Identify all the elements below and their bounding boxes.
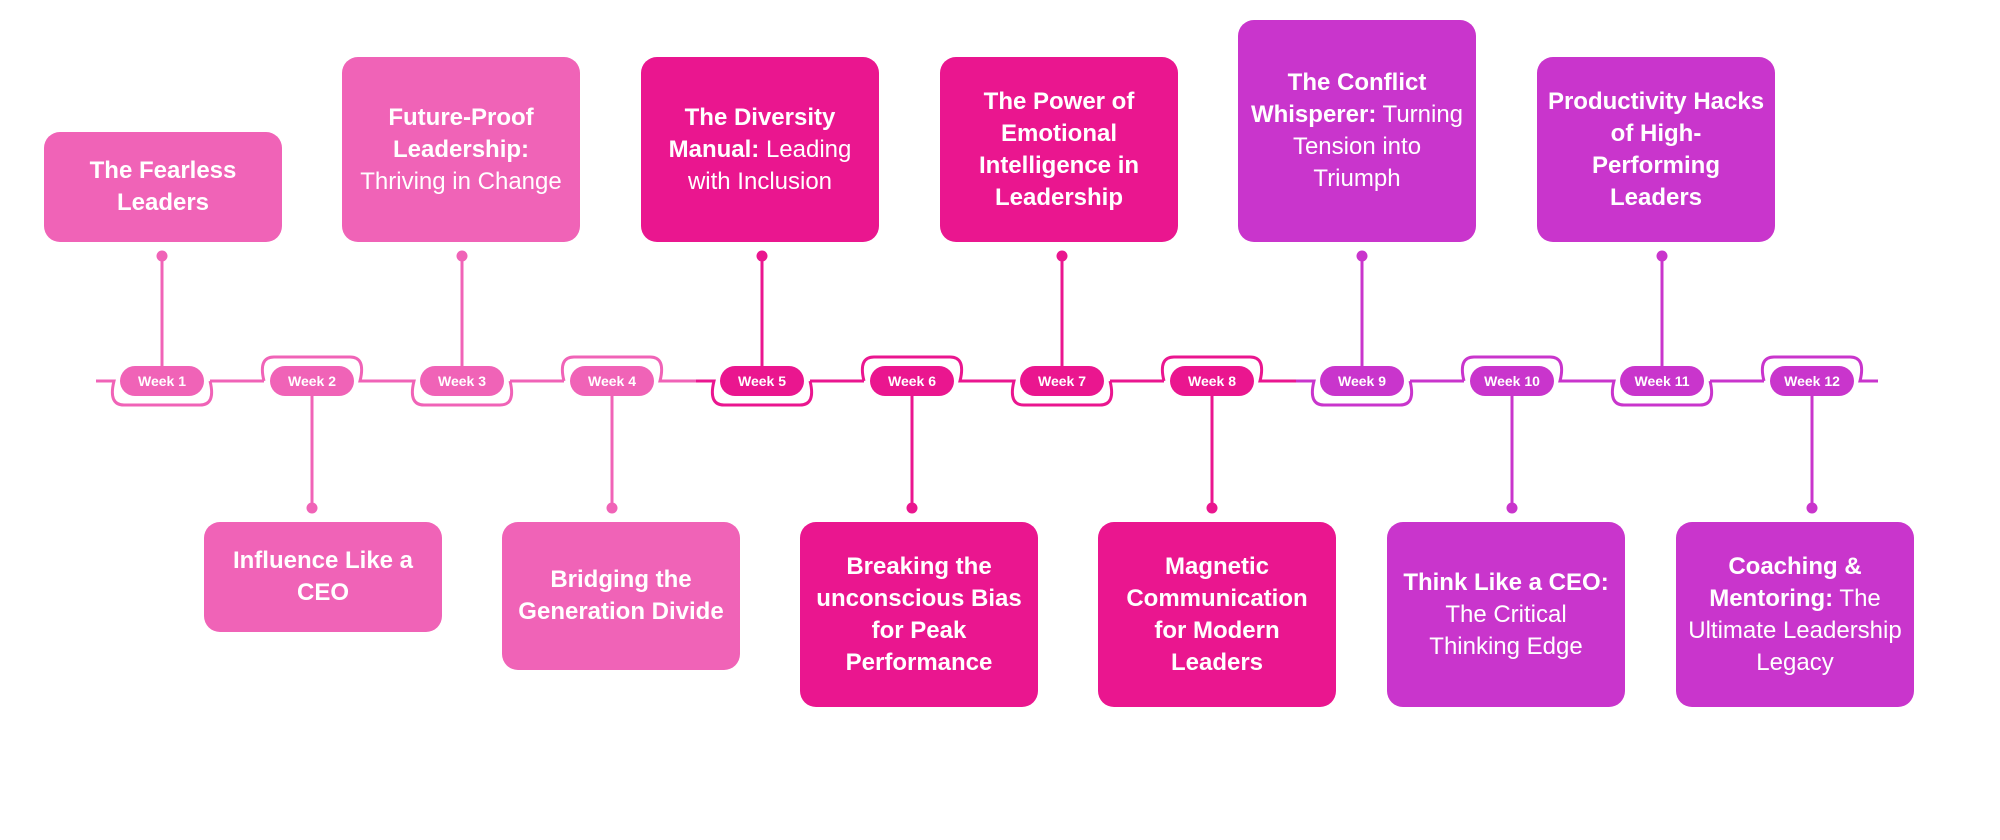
topic-card: Bridging the Generation Divide <box>502 522 740 670</box>
week-pill: Week 5 <box>720 366 804 396</box>
topic-text: The Power of Emotional Intelligence in L… <box>950 86 1168 214</box>
topic-subtitle: The Critical Thinking Edge <box>1429 600 1583 660</box>
week-pill: Week 1 <box>120 366 204 396</box>
topic-card: Think Like a CEO: The Critical Thinking … <box>1387 522 1625 707</box>
topic-card: Breaking the unconscious Bias for Peak P… <box>800 522 1038 707</box>
week-pill: Week 12 <box>1770 366 1854 396</box>
week-pill: Week 11 <box>1620 366 1704 396</box>
topic-subtitle: Thriving in Change <box>360 167 562 195</box>
week-bracket <box>1160 355 1278 383</box>
week-pill: Week 7 <box>1020 366 1104 396</box>
connector-dot <box>1356 250 1368 262</box>
topic-card: Future-Proof Leadership: Thriving in Cha… <box>342 57 580 242</box>
week-bracket <box>860 355 978 383</box>
topic-title: Influence Like a CEO <box>232 547 414 606</box>
week-bracket <box>1460 355 1578 383</box>
week-pill: Week 6 <box>870 366 954 396</box>
topic-title: The Conflict Whisperer: <box>1250 69 1427 128</box>
topic-text: Productivity Hacks of High-Performing Le… <box>1547 86 1765 214</box>
topic-subtitle: The Ultimate Leadership Legacy <box>1688 584 1902 676</box>
topic-title: Think Like a CEO: <box>1403 568 1609 596</box>
topic-subtitle: Turning Tension into Triumph <box>1292 101 1464 192</box>
connector-dot <box>156 250 168 262</box>
week-bracket <box>1296 379 1414 407</box>
week-bracket <box>260 355 378 383</box>
topic-title: The Fearless Leaders <box>89 157 237 216</box>
week-bracket <box>1760 355 1878 383</box>
topic-text: Breaking the unconscious Bias for Peak P… <box>810 551 1028 679</box>
topic-text: The Diversity Manual: Leading with Inclu… <box>651 102 869 198</box>
week-pill: Week 9 <box>1320 366 1404 396</box>
connector-dot <box>1806 502 1818 514</box>
connector-dot <box>456 250 468 262</box>
topic-title: The Diversity Manual: <box>668 103 836 163</box>
topic-text: Coaching & Mentoring: The Ultimate Leade… <box>1686 551 1904 679</box>
week-pill: Week 10 <box>1470 366 1554 396</box>
topic-card: Magnetic Communication for Modern Leader… <box>1098 522 1336 707</box>
topic-text: Future-Proof Leadership: Thriving in Cha… <box>352 102 570 198</box>
topic-title: The Power of Emotional Intelligence in L… <box>978 87 1140 211</box>
week-bracket <box>96 379 214 407</box>
topic-text: The Conflict Whisperer: Turning Tension … <box>1248 67 1466 195</box>
week-bracket <box>996 379 1114 407</box>
topic-text: The Fearless Leaders <box>54 155 272 219</box>
topic-text: Bridging the Generation Divide <box>512 564 730 628</box>
connector-dot <box>756 250 768 262</box>
topic-subtitle: Leading with Inclusion <box>687 135 852 195</box>
topic-title: Future-Proof Leadership: <box>388 103 534 163</box>
connector-dot <box>1206 502 1218 514</box>
connector-dot <box>1506 502 1518 514</box>
topic-card: Influence Like a CEO <box>204 522 442 632</box>
topic-text: Influence Like a CEO <box>214 545 432 609</box>
week-pill: Week 2 <box>270 366 354 396</box>
topic-card: The Diversity Manual: Leading with Inclu… <box>641 57 879 242</box>
topic-card: Productivity Hacks of High-Performing Le… <box>1537 57 1775 242</box>
topic-text: Think Like a CEO: The Critical Thinking … <box>1397 567 1615 663</box>
topic-title: Bridging the Generation Divide <box>518 566 724 625</box>
week-pill: Week 3 <box>420 366 504 396</box>
connector-dot <box>1056 250 1068 262</box>
week-bracket <box>560 355 678 383</box>
week-bracket <box>696 379 814 407</box>
topic-title: Coaching & Mentoring: <box>1709 552 1862 612</box>
topic-card: Coaching & Mentoring: The Ultimate Leade… <box>1676 522 1914 707</box>
topic-card: The Conflict Whisperer: Turning Tension … <box>1238 20 1476 242</box>
connector-dot <box>1656 250 1668 262</box>
topic-text: Magnetic Communication for Modern Leader… <box>1108 551 1326 679</box>
connector-dot <box>606 502 618 514</box>
topic-title: Magnetic Communication for Modern Leader… <box>1126 552 1308 676</box>
week-pill: Week 8 <box>1170 366 1254 396</box>
connector-dot <box>306 502 318 514</box>
week-pill: Week 4 <box>570 366 654 396</box>
topic-title: Productivity Hacks of High-Performing Le… <box>1547 87 1765 211</box>
topic-card: The Fearless Leaders <box>44 132 282 242</box>
week-bracket <box>396 379 514 407</box>
connector-dot <box>906 502 918 514</box>
week-bracket <box>1596 379 1714 407</box>
topic-card: The Power of Emotional Intelligence in L… <box>940 57 1178 242</box>
topic-title: Breaking the unconscious Bias for Peak P… <box>816 552 1022 676</box>
